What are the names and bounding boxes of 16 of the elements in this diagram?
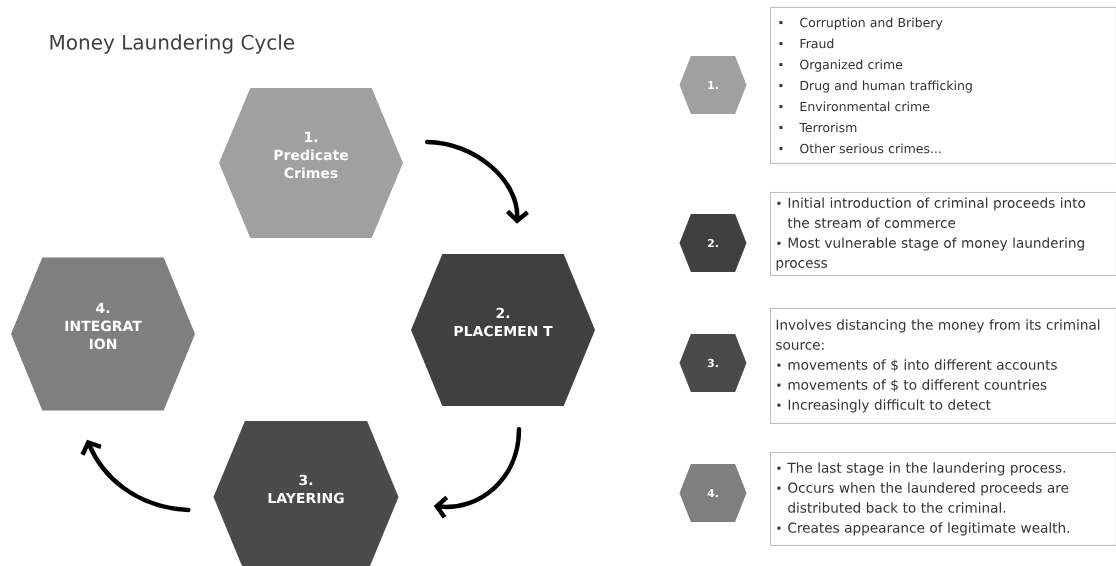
text-box: Involves distancing the money from its criminal source: movements of $ into different accounts movements of $ to different countries Increasingly difficult to detect (770, 308, 1116, 424)
hexagon: 4. INTEGRAT ION (11, 257, 195, 411)
hexagon: 2. PLACEMEN T (411, 254, 595, 406)
text-box: Corruption and Bribery Fraud Organized crime Drug and human trafficking Environmental crime Terrorism Other serious crimes... (770, 7, 1116, 164)
curved-arrow (433, 426, 522, 519)
text-box: Initial introduction of criminal proceeds into the stream of commerce Most vulnerable stage of money laundering process (770, 192, 1116, 276)
curved-arrow (80, 439, 191, 513)
hexagon: 3. LAYERING (213, 421, 399, 566)
text-box: The last stage in the laundering process. Occurs when the laundered proceeds are distributed back to the criminal. Creates appearance of legitimate wealth. (770, 452, 1116, 546)
curved-arrow (424, 139, 529, 224)
number-hexagon: 4. (679, 464, 747, 522)
title: Money Laundering Cycle (50, 34, 295, 54)
number-hexagon: 3. (679, 334, 747, 392)
hexagon: 1. Predicate Crimes (219, 88, 403, 238)
number-hexagon: 1. (679, 56, 747, 114)
number-hexagon: 2. (679, 214, 747, 272)
